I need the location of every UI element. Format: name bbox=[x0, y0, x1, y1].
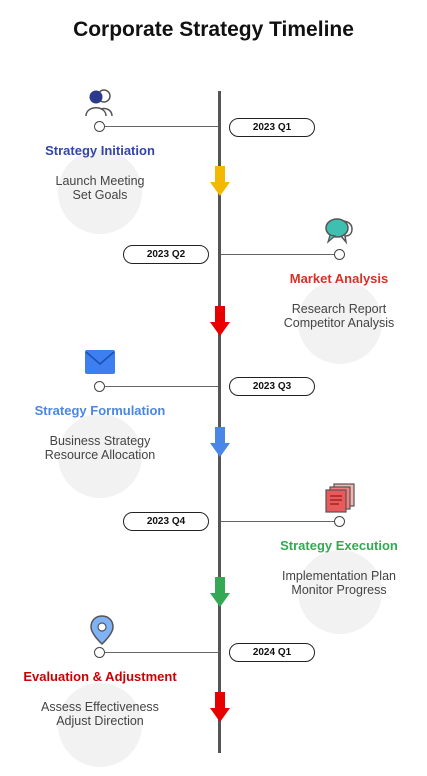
background-circle bbox=[58, 414, 142, 498]
phase-description: Business Strategy Resource Allocation bbox=[44, 434, 156, 462]
connector-line bbox=[105, 652, 218, 653]
background-circle bbox=[58, 683, 142, 767]
milestone-dot bbox=[94, 647, 105, 658]
milestone-dot bbox=[334, 516, 345, 527]
chat-icon bbox=[325, 218, 353, 245]
connector-line bbox=[105, 386, 218, 387]
date-badge: 2023 Q2 bbox=[123, 245, 209, 264]
timeline-spine bbox=[218, 91, 221, 753]
connector-line bbox=[105, 126, 218, 127]
background-circle bbox=[298, 280, 382, 364]
phase-title: Evaluation & Adjustment bbox=[23, 669, 177, 684]
phase-description: Implementation Plan Monitor Progress bbox=[282, 569, 396, 597]
map-pin-icon bbox=[90, 615, 114, 646]
connector-line bbox=[221, 521, 334, 522]
connector-line bbox=[221, 254, 334, 255]
milestone-dot bbox=[94, 381, 105, 392]
phase-title: Market Analysis bbox=[289, 271, 389, 286]
documents-icon bbox=[325, 483, 355, 513]
people-icon bbox=[85, 89, 113, 117]
date-badge: 2023 Q1 bbox=[229, 118, 315, 137]
date-badge: 2023 Q4 bbox=[123, 512, 209, 531]
background-circle bbox=[298, 550, 382, 634]
phase-description: Assess Effectiveness Adjust Direction bbox=[41, 700, 159, 728]
milestone-dot bbox=[334, 249, 345, 260]
down-arrow-icon bbox=[210, 427, 230, 457]
down-arrow-icon bbox=[210, 306, 230, 336]
milestone-dot bbox=[94, 121, 105, 132]
background-circle bbox=[58, 150, 142, 234]
date-badge: 2024 Q1 bbox=[229, 643, 315, 662]
envelope-icon bbox=[85, 350, 115, 374]
down-arrow-icon bbox=[210, 577, 230, 607]
phase-description: Launch Meeting Set Goals bbox=[55, 174, 145, 202]
page-title: Corporate Strategy Timeline bbox=[73, 18, 354, 41]
down-arrow-icon bbox=[210, 166, 230, 196]
phase-title: Strategy Execution bbox=[280, 538, 398, 553]
phase-title: Strategy Formulation bbox=[34, 403, 166, 418]
phase-title: Strategy Initiation bbox=[45, 143, 155, 158]
phase-description: Research Report Competitor Analysis bbox=[283, 302, 395, 330]
date-badge: 2023 Q3 bbox=[229, 377, 315, 396]
down-arrow-icon bbox=[210, 692, 230, 722]
